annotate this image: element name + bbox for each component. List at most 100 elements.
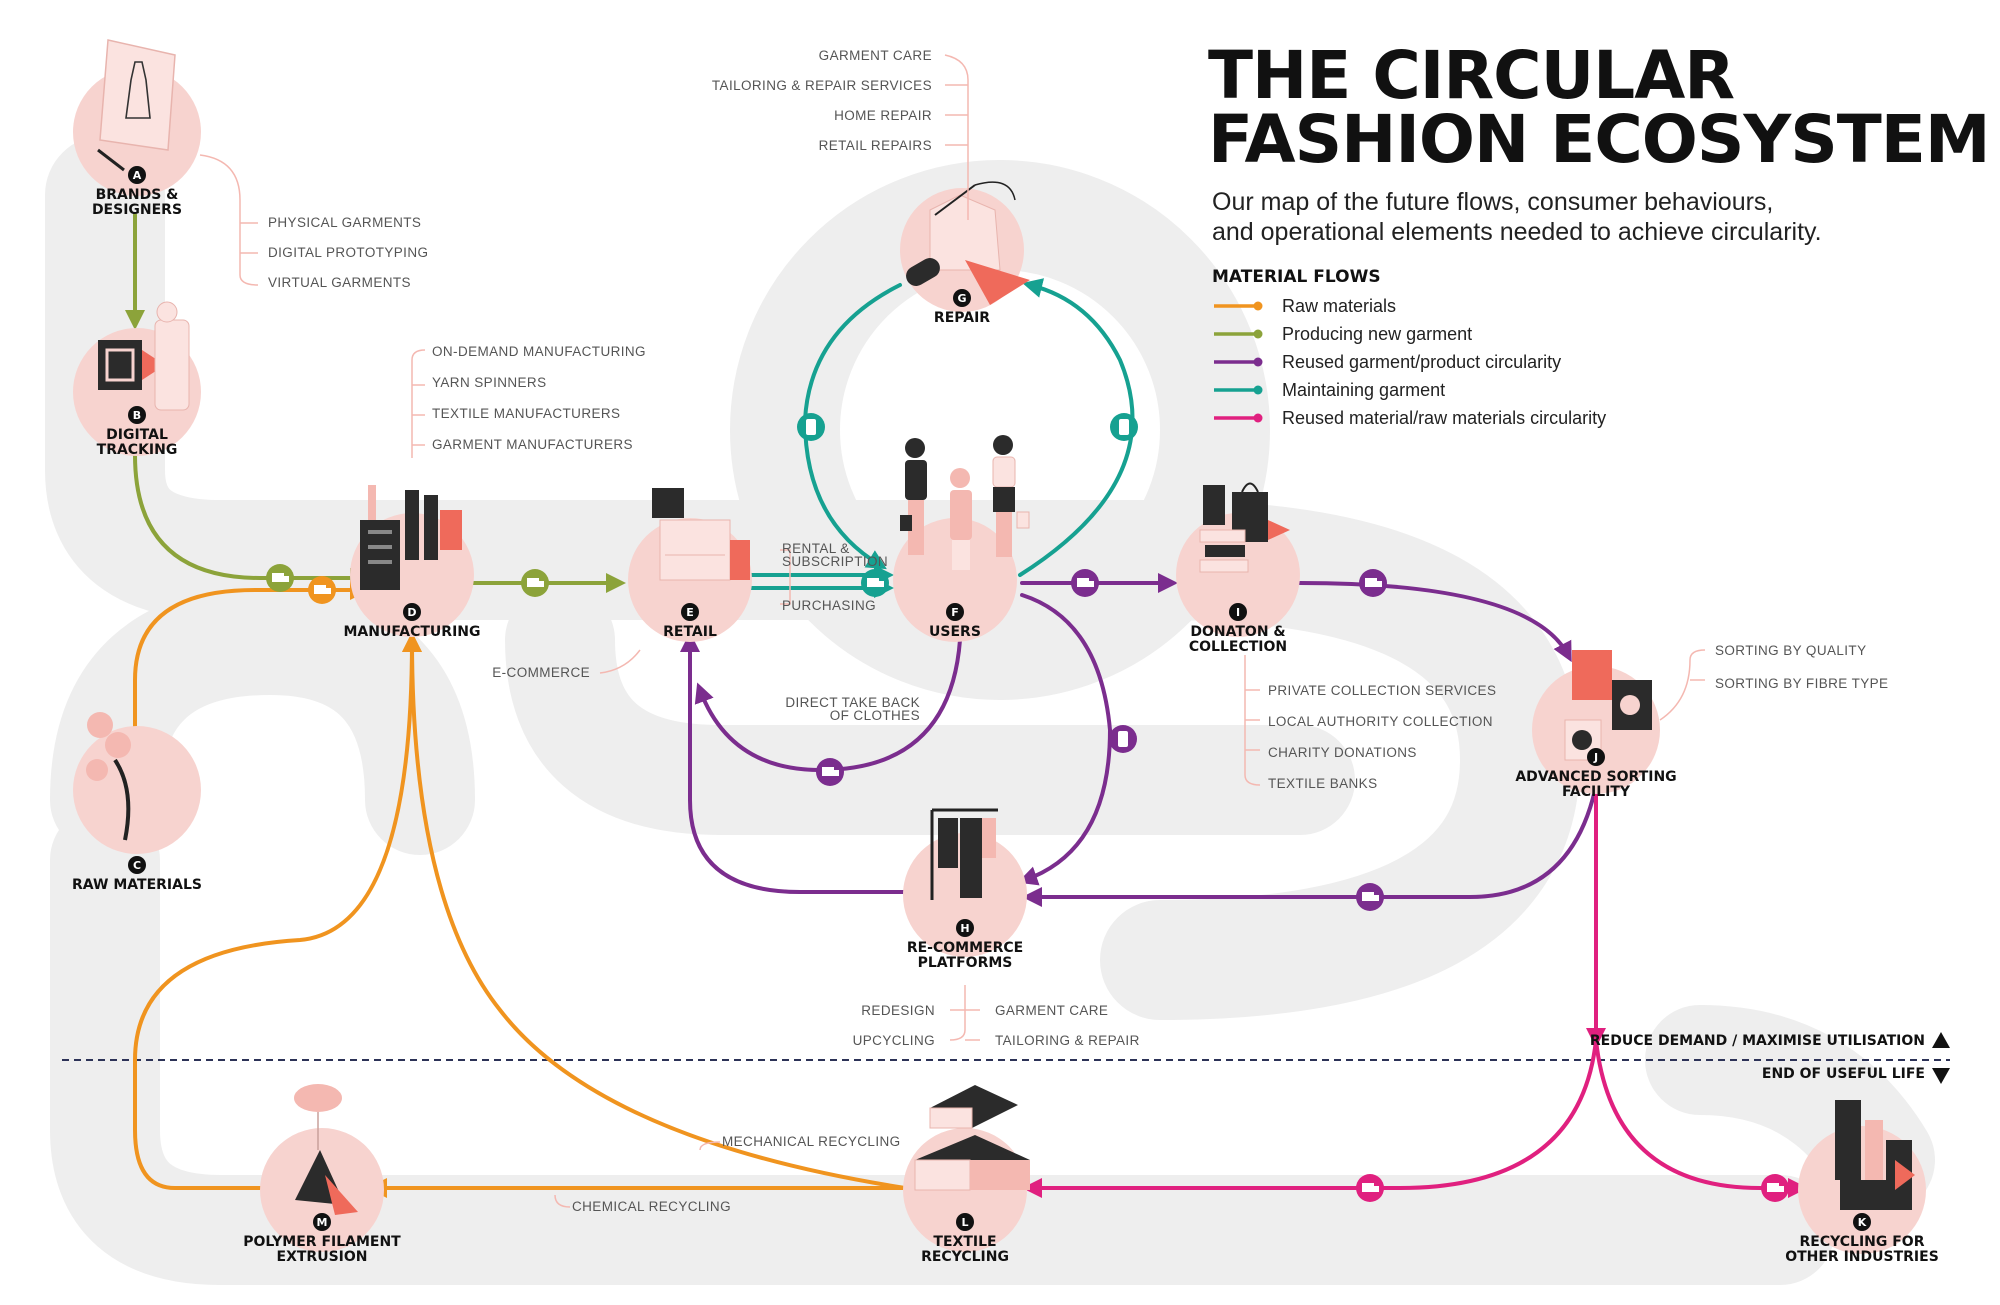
annotation-text: E-COMMERCE — [492, 665, 590, 680]
annotation-text: GARMENT CARE — [995, 1003, 1108, 1018]
recycle-icon — [1572, 730, 1592, 750]
garment-icon — [154, 319, 190, 411]
node-textile-recycling — [903, 1085, 1030, 1252]
legend-label: Producing new garment — [1282, 324, 1472, 344]
annotation-text: GARMENT CARE — [819, 48, 932, 63]
node-letter: A — [133, 169, 142, 182]
node-letter-badge — [1587, 748, 1605, 766]
node-name-line-2: OTHER INDUSTRIES — [1785, 1249, 1939, 1265]
truck-icon — [816, 758, 844, 786]
node-letter: F — [951, 606, 959, 619]
truck-icon — [266, 564, 294, 592]
node-letter-badge — [128, 166, 146, 184]
tag-icon — [1110, 413, 1138, 441]
annotation-text: CHEMICAL RECYCLING — [572, 1199, 731, 1214]
node-letter: J — [1593, 751, 1598, 764]
node-circle — [73, 726, 201, 854]
node-recycling-other-industries — [1798, 1100, 1926, 1254]
flow-tracking-to-manufacturing — [133, 453, 370, 588]
node-letter-badge — [313, 1213, 331, 1231]
flow-badges — [266, 413, 1789, 1202]
annotation-text: TAILORING & REPAIR SERVICES — [712, 78, 932, 93]
node-name-line-1: RAW MATERIALS — [72, 877, 202, 893]
subtitle-line-1: Our map of the future flows, consumer be… — [1212, 188, 1773, 216]
annotation-text: UPCYCLING — [853, 1033, 935, 1048]
node-letter-badge — [681, 603, 699, 621]
title-line-2: FASHION ECOSYSTEM — [1208, 101, 1990, 178]
annotation-text: HOME REPAIR — [834, 108, 932, 123]
flow-polymer-to-manufacturing — [133, 632, 422, 1190]
garment-icon — [938, 818, 958, 868]
node-letter: B — [133, 409, 141, 422]
truck-icon — [1071, 569, 1099, 597]
cotton-icon — [87, 712, 113, 738]
legend-label: Reused material/raw materials circularit… — [1282, 408, 1606, 428]
annotation-text: REDESIGN — [861, 1003, 935, 1018]
flow-sorting-to-other-industries — [1594, 1038, 1808, 1198]
zone-label-reduce-demand: REDUCE DEMAND / MAXIMISE UTILISATION — [1590, 1033, 1925, 1049]
node-name-line-1: DONATON & — [1190, 624, 1285, 640]
qr-tag-icon — [98, 340, 142, 390]
subtitle-line-2: and operational elements needed to achie… — [1212, 218, 1822, 246]
annotation-text: SORTING BY FIBRE TYPE — [1715, 676, 1888, 691]
annotation-text: OF CLOTHES — [830, 708, 920, 723]
annotation-text: LOCAL AUTHORITY COLLECTION — [1268, 714, 1493, 729]
flow-sorting-to-textile-recycling — [1022, 1038, 1598, 1198]
legend-dot — [1253, 385, 1263, 395]
node-repair — [900, 181, 1030, 312]
sorting-bin-icon — [1572, 650, 1612, 700]
recycle-icon — [1620, 695, 1640, 715]
tag-icon — [1109, 725, 1137, 753]
flow-users-to-repair — [1018, 278, 1135, 577]
dress-form-icon — [125, 61, 151, 119]
node-recommerce — [903, 808, 1027, 957]
node-name-line-1: MANUFACTURING — [343, 624, 480, 640]
node-name-line-1: ADVANCED SORTING — [1515, 769, 1676, 785]
node-name-line-2: PLATFORMS — [918, 955, 1013, 971]
node-circle — [1176, 513, 1300, 637]
annotation-text: CHARITY DONATIONS — [1268, 745, 1417, 760]
node-letter-badge — [946, 603, 964, 621]
legend-dot — [1253, 413, 1263, 423]
annotation-text: GARMENT MANUFACTURERS — [432, 437, 633, 452]
legend-dot — [1253, 357, 1263, 367]
clothes-pile-icon — [1199, 529, 1246, 543]
node-name-line-1: REPAIR — [934, 310, 990, 326]
truck-icon — [308, 576, 336, 604]
node-users — [893, 435, 1030, 642]
annotation-text: SUBSCRIPTION — [782, 554, 888, 569]
node-letter-badge — [953, 289, 971, 307]
legend-label: Reused garment/product circularity — [1282, 352, 1561, 372]
node-letter: M — [317, 1216, 328, 1229]
flow-recommerce-to-retail — [680, 632, 907, 894]
node-letter-badge — [128, 406, 146, 424]
legend-dot — [1253, 329, 1263, 339]
annotation-text: YARN SPINNERS — [432, 375, 546, 390]
node-name-line-2: FACILITY — [1562, 784, 1631, 800]
silo-icon — [405, 490, 419, 560]
background-roads — [45, 135, 1935, 1285]
sketch-paper-icon — [99, 39, 176, 151]
node-manufacturing — [350, 485, 474, 637]
node-raw-materials — [73, 712, 201, 854]
annotation-text: PHYSICAL GARMENTS — [268, 215, 421, 230]
node-letter-badge — [1853, 1213, 1871, 1231]
node-brands-designers — [73, 39, 201, 196]
truck-icon — [1359, 569, 1387, 597]
truck-icon — [1356, 883, 1384, 911]
triangle-down-icon — [1932, 1068, 1950, 1084]
industrial-building-icon — [1835, 1100, 1861, 1180]
annotation-text: ON-DEMAND MANUFACTURING — [432, 344, 646, 359]
node-letter-badge — [128, 856, 146, 874]
chimney-icon — [368, 485, 376, 520]
triangle-up-icon — [1932, 1032, 1950, 1048]
